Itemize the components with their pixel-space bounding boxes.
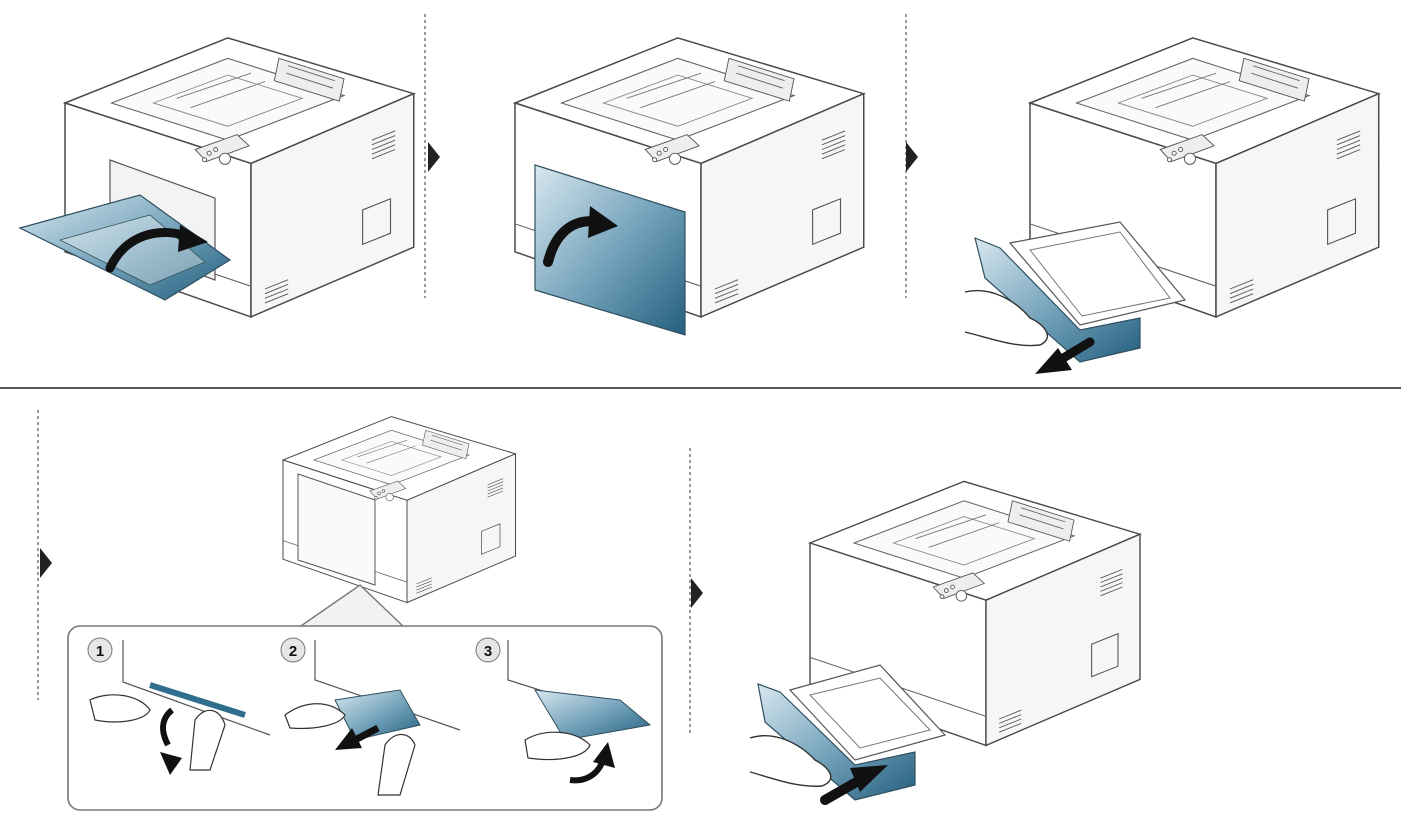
- hand-icon: [89, 694, 151, 723]
- step-marker-icon: [40, 548, 52, 578]
- step-3-printer-pull-tray: [964, 37, 1380, 374]
- pull-arrow-icon: [353, 724, 380, 744]
- inset-panel: 1 2 3: [67, 625, 663, 811]
- pull-arrow-icon: [1055, 337, 1095, 365]
- side-cover-panel: [534, 164, 686, 336]
- zoom-connector: [297, 584, 406, 629]
- hand-icon: [189, 709, 226, 771]
- hand-icon: [964, 290, 1049, 347]
- step-1-printer-open-mp-tray: [18, 37, 415, 318]
- substep-badge: [475, 637, 501, 663]
- substep-number: 3: [484, 643, 492, 660]
- paper-tray: [974, 237, 1141, 363]
- hand-icon: [749, 735, 832, 787]
- jammed-paper: [334, 689, 421, 741]
- substep-2: 2: [280, 637, 461, 796]
- curved-arrow-icon: [160, 707, 175, 747]
- substep-1: 1: [87, 637, 271, 775]
- hand-icon: [377, 733, 416, 796]
- step-marker-icon: [428, 142, 440, 172]
- substep-number: 1: [96, 643, 104, 660]
- substep-badge: [280, 637, 306, 663]
- hand-icon: [284, 703, 346, 730]
- tray-guide: [534, 689, 652, 741]
- step-marker-icon: [906, 142, 918, 172]
- substep-3: 3: [475, 637, 652, 784]
- step-2-printer-close-cover: [514, 37, 865, 336]
- step-4-printer-small: [282, 416, 516, 604]
- hand-icon: [524, 731, 591, 761]
- substep-number: 2: [289, 643, 297, 660]
- step-marker-icon: [691, 578, 703, 608]
- step-5-printer-insert-tray: [749, 480, 1141, 805]
- substep-badge: [87, 637, 113, 663]
- push-arrow-icon: [820, 775, 865, 805]
